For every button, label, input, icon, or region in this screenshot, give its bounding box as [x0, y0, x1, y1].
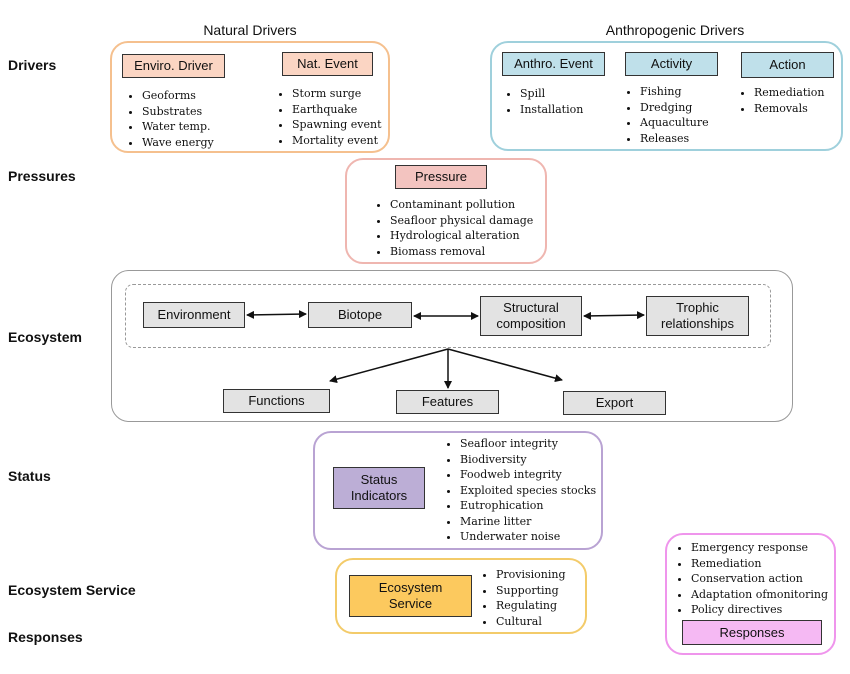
- arrow-structural-trophic: [583, 311, 645, 320]
- biotope-node: Biotope: [308, 302, 412, 328]
- row-label-status: Status: [8, 468, 51, 484]
- enviro-driver-list: Geoforms Substrates Water temp. Wave ene…: [126, 88, 214, 150]
- responses-box: Responses: [682, 620, 822, 645]
- list-item: Marine litter: [460, 514, 596, 530]
- list-item: Policy directives: [691, 602, 828, 618]
- list-item: Adaptation ofmonitoring: [691, 587, 828, 603]
- arrow-to-export: [447, 348, 563, 383]
- list-item: Storm surge: [292, 86, 382, 102]
- list-item: Water temp.: [142, 119, 214, 135]
- row-label-ecosystem: Ecosystem: [8, 329, 82, 345]
- list-item: Spill: [520, 86, 583, 102]
- list-item: Underwater noise: [460, 529, 596, 545]
- list-item: Seafloor physical damage: [390, 213, 533, 229]
- action-list: Remediation Removals: [738, 85, 825, 116]
- list-item: Hydrological alteration: [390, 228, 533, 244]
- list-item: Substrates: [142, 104, 214, 120]
- activity-list: Fishing Dredging Aquaculture Releases: [624, 84, 709, 146]
- row-label-pressures: Pressures: [8, 168, 76, 184]
- list-item: Releases: [640, 131, 709, 147]
- trophic-relationships-node: Trophic relationships: [646, 296, 749, 336]
- status-list: Seafloor integrity Biodiversity Foodweb …: [444, 436, 596, 545]
- enviro-driver-box: Enviro. Driver: [122, 54, 225, 78]
- list-item: Eutrophication: [460, 498, 596, 514]
- action-box: Action: [741, 52, 834, 78]
- environment-node: Environment: [143, 302, 245, 328]
- list-item: Aquaculture: [640, 115, 709, 131]
- anthropogenic-drivers-title: Anthropogenic Drivers: [605, 22, 745, 38]
- list-item: Seafloor integrity: [460, 436, 596, 452]
- list-item: Removals: [754, 101, 825, 117]
- features-node: Features: [396, 390, 499, 414]
- list-item: Contaminant pollution: [390, 197, 533, 213]
- list-item: Dredging: [640, 100, 709, 116]
- list-item: Emergency response: [691, 540, 828, 556]
- list-item: Remediation: [754, 85, 825, 101]
- list-item: Remediation: [691, 556, 828, 572]
- list-item: Biodiversity: [460, 452, 596, 468]
- functions-node: Functions: [223, 389, 330, 413]
- pressure-box: Pressure: [395, 165, 487, 189]
- arrow-environment-biotope: [246, 310, 307, 319]
- responses-list: Emergency response Remediation Conservat…: [675, 540, 828, 618]
- ecosystem-inner-dashed-frame: [125, 284, 771, 348]
- list-item: Foodweb integrity: [460, 467, 596, 483]
- list-item: Wave energy: [142, 135, 214, 151]
- ecosystem-service-list: Provisioning Supporting Regulating Cultu…: [480, 567, 566, 629]
- list-item: Cultural: [496, 614, 566, 630]
- list-item: Exploited species stocks: [460, 483, 596, 499]
- list-item: Provisioning: [496, 567, 566, 583]
- list-item: Spawning event: [292, 117, 382, 133]
- export-node: Export: [563, 391, 666, 415]
- row-label-drivers: Drivers: [8, 57, 57, 73]
- list-item: Earthquake: [292, 102, 382, 118]
- arrow-to-functions: [329, 348, 449, 384]
- row-label-ecosystem-service: Ecosystem Service: [8, 582, 136, 598]
- list-item: Supporting: [496, 583, 566, 599]
- nat-event-box: Nat. Event: [282, 52, 373, 76]
- list-item: Geoforms: [142, 88, 214, 104]
- list-item: Conservation action: [691, 571, 828, 587]
- list-item: Biomass removal: [390, 244, 533, 260]
- status-indicators-box: Status Indicators: [333, 467, 425, 509]
- list-item: Regulating: [496, 598, 566, 614]
- anthro-event-list: Spill Installation: [504, 86, 583, 117]
- pressure-list: Contaminant pollution Seafloor physical …: [374, 197, 533, 259]
- anthro-event-box: Anthro. Event: [502, 52, 605, 76]
- list-item: Fishing: [640, 84, 709, 100]
- activity-box: Activity: [625, 52, 718, 76]
- natural-drivers-title: Natural Drivers: [203, 22, 297, 38]
- nat-event-list: Storm surge Earthquake Spawning event Mo…: [276, 86, 382, 148]
- row-label-responses: Responses: [8, 629, 83, 645]
- structural-composition-node: Structural composition: [480, 296, 582, 336]
- ecosystem-service-box: Ecosystem Service: [349, 575, 472, 617]
- list-item: Installation: [520, 102, 583, 118]
- list-item: Mortality event: [292, 133, 382, 149]
